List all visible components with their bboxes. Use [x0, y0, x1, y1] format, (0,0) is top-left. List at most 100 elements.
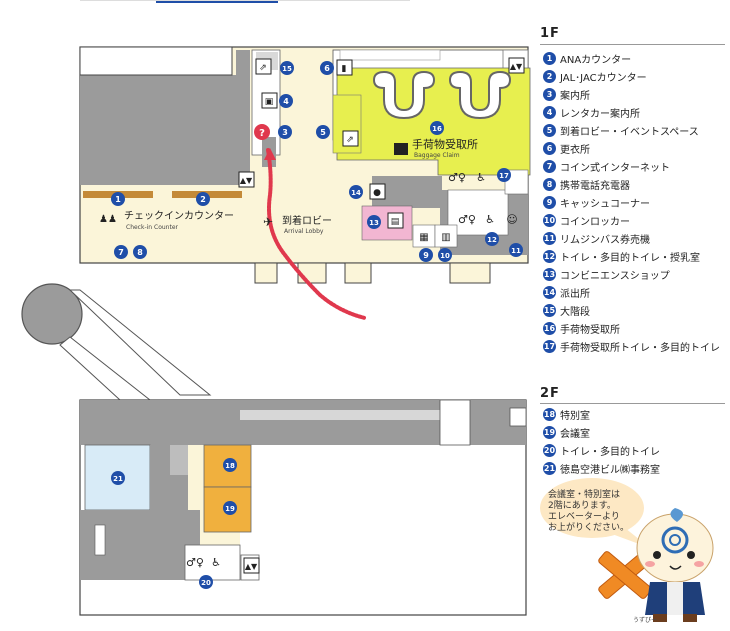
svg-text:19: 19: [225, 505, 235, 513]
legend-item: 5 到着ロビー・イベントスペース: [543, 122, 699, 138]
svg-text:♿: ♿: [211, 556, 221, 569]
baggage-icon: [394, 143, 408, 155]
elevator-icon: ▲▼: [243, 557, 260, 574]
svg-text:♟♟: ♟♟: [99, 214, 117, 225]
svg-text:1: 1: [115, 195, 121, 204]
legend-marker: 6: [543, 141, 556, 155]
marker-20[interactable]: 20: [199, 575, 213, 589]
marker-4[interactable]: 4: [279, 94, 293, 108]
marker-13[interactable]: 13: [367, 215, 381, 229]
marker-18[interactable]: 18: [223, 458, 237, 472]
marker-17[interactable]: 17: [497, 168, 511, 182]
marker-6[interactable]: 6: [320, 61, 334, 75]
car-icon: ▣: [261, 92, 278, 109]
svg-text:18: 18: [225, 462, 235, 470]
svg-text:20: 20: [201, 579, 211, 587]
marker-16[interactable]: 16: [430, 121, 444, 135]
marker-3[interactable]: 3: [278, 125, 292, 139]
toilet-icon: ♂♀: [458, 213, 476, 226]
floor-2-map: [79, 399, 527, 616]
legend-marker: 17: [543, 339, 556, 353]
svg-text:8: 8: [137, 248, 143, 257]
top-link-bar[interactable]: [156, 0, 278, 3]
legend-text: JAL･JACカウンター: [560, 72, 647, 84]
elevator-icon: ▲▼: [238, 171, 255, 188]
marker-5[interactable]: 5: [316, 125, 330, 139]
wheelchair-icon: ♿: [476, 171, 486, 184]
svg-text:?: ?: [259, 128, 265, 139]
svg-text:♂♀: ♂♀: [186, 556, 204, 569]
svg-text:♿: ♿: [476, 171, 486, 184]
marker-19[interactable]: 19: [223, 501, 237, 515]
legend-marker: 1: [543, 51, 556, 65]
svg-text:17: 17: [499, 172, 509, 180]
legend-text: 到着ロビー・イベントスペース: [560, 126, 699, 138]
svg-text:10: 10: [440, 252, 450, 260]
legend-text: 手荷物受取所: [560, 324, 620, 336]
checkin-label-en: Check-in Counter: [126, 224, 179, 231]
legend-marker: 18: [543, 407, 556, 421]
marker-21[interactable]: 21: [111, 471, 125, 485]
svg-text:3: 3: [282, 128, 288, 137]
marker-10[interactable]: 10: [438, 248, 452, 262]
svg-text:♂♀: ♂♀: [448, 171, 466, 184]
svg-text:☺: ☺: [506, 213, 517, 226]
legend-text: 特別室: [560, 410, 590, 422]
marker-8[interactable]: 8: [133, 245, 147, 259]
info-icon: ?: [254, 124, 270, 140]
svg-text:▲▼: ▲▼: [245, 562, 258, 571]
svg-text:▦: ▦: [419, 232, 428, 243]
legend-item: 1 ANAカウンター: [543, 50, 631, 66]
legend-marker: 12: [543, 249, 556, 263]
svg-text:♿: ♿: [485, 213, 495, 226]
svg-text:▲▼: ▲▼: [510, 62, 523, 71]
svg-text:⇗: ⇗: [259, 63, 267, 73]
svg-text:15: 15: [282, 65, 292, 73]
arrival-label-en: Arrival Lobby: [284, 228, 324, 235]
marker-2[interactable]: 2: [196, 192, 210, 206]
legend-text: キャッシュコーナー: [560, 198, 650, 210]
stairs-icon: ⇗: [255, 58, 272, 75]
floor-1-divider: [540, 44, 725, 45]
svg-text:14: 14: [351, 189, 361, 197]
legend-text: ANAカウンター: [560, 54, 632, 66]
changing-room-icon: ▮: [336, 59, 353, 76]
legend-marker: 5: [543, 123, 556, 137]
baggage-label-en: Baggage Claim: [414, 152, 460, 159]
legend-marker: 14: [543, 285, 556, 299]
legend-text: 携帯電話充電器: [560, 180, 630, 192]
marker-14[interactable]: 14: [349, 185, 363, 199]
marker-11[interactable]: 11: [509, 243, 523, 257]
toilet-icon: ♂♀: [186, 556, 204, 569]
marker-12[interactable]: 12: [485, 232, 499, 246]
marker-15[interactable]: 15: [280, 61, 294, 75]
police-icon: ●: [369, 183, 386, 200]
marker-1[interactable]: 1: [111, 192, 125, 206]
svg-text:2: 2: [200, 195, 206, 204]
baggage-label: 手荷物受取所: [412, 137, 478, 151]
arrival-route: [266, 148, 367, 320]
legend-text: リムジンバス券売機: [560, 234, 650, 246]
marker-7[interactable]: 7: [114, 245, 128, 259]
svg-text:▤: ▤: [391, 217, 400, 227]
svg-text:♂♀: ♂♀: [458, 213, 476, 226]
location-markers: 1 2 3 4 5 6 7 8 9 10 11 12 13 14 15 16 1…: [111, 61, 523, 589]
legend-marker: 15: [543, 303, 556, 317]
svg-text:11: 11: [511, 247, 521, 255]
marker-9[interactable]: 9: [419, 248, 433, 262]
svg-text:▣: ▣: [265, 97, 274, 107]
legend-marker: 4: [543, 105, 556, 119]
legend-text: コンビニエンスショップ: [560, 270, 670, 282]
floor-1-title: 1F: [540, 26, 560, 41]
